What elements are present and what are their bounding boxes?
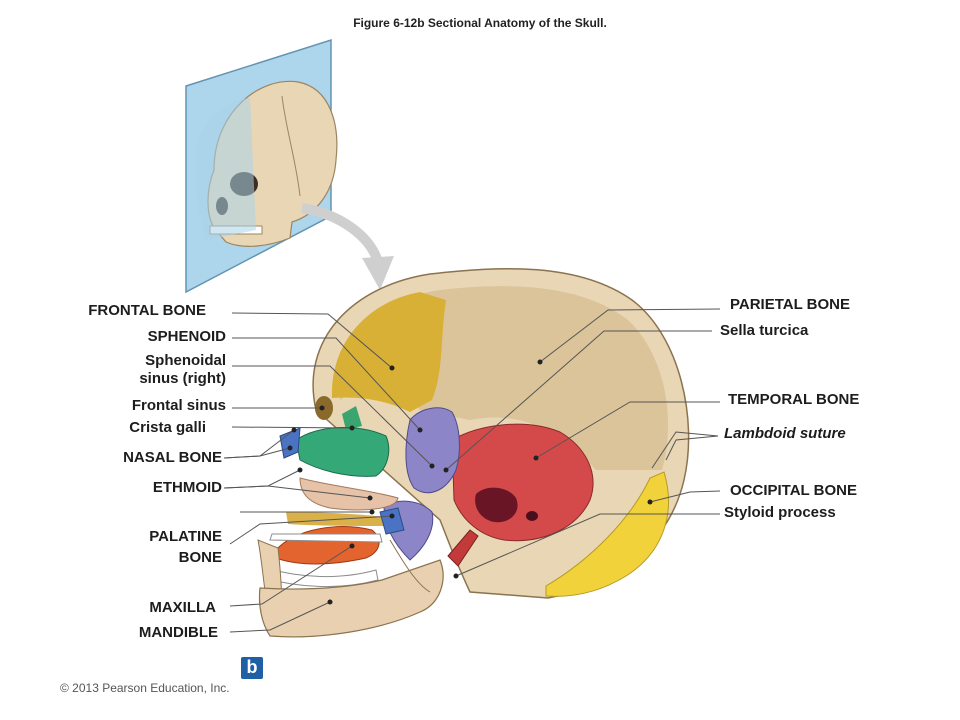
label-sphenoid: SPHENOID bbox=[147, 328, 226, 345]
label-palatine-line1: PALATINE bbox=[149, 528, 222, 545]
mandible-shape bbox=[258, 559, 444, 638]
leader-maxilla bbox=[229, 545, 353, 607]
leader-crista-galli bbox=[231, 426, 353, 429]
label-styloid-process: Styloid process bbox=[724, 504, 836, 521]
tongue bbox=[275, 526, 380, 565]
foramen-small bbox=[526, 511, 538, 521]
label-lambdoid-suture: Lambdoid suture bbox=[724, 425, 846, 442]
leader-palatine-2 bbox=[229, 515, 393, 545]
label-nasal-bone: NASAL BONE bbox=[123, 449, 222, 466]
label-occipital-bone: OCCIPITAL BONE bbox=[730, 482, 857, 499]
inset-suture bbox=[281, 95, 301, 197]
leader-parietal-bone bbox=[539, 308, 721, 363]
upper-teeth bbox=[269, 533, 383, 543]
label-crista-galli: Crista galli bbox=[129, 419, 206, 436]
label-ethmoid: ETHMOID bbox=[152, 479, 222, 496]
label-temporal-bone: TEMPORAL BONE bbox=[728, 391, 860, 408]
palatine-bone-shape bbox=[379, 507, 405, 535]
label-frontal-bone: FRONTAL BONE bbox=[88, 302, 206, 319]
styloid-process bbox=[447, 529, 479, 567]
leader-sella-turcica bbox=[445, 330, 712, 471]
leader-mandible bbox=[229, 601, 331, 633]
leader-occipital-bone bbox=[649, 490, 721, 503]
label-palatine-line2: BONE bbox=[178, 549, 222, 566]
sectioned-skull bbox=[257, 267, 690, 638]
label-sella-turcica: Sella turcica bbox=[720, 322, 809, 339]
figure-caption: Figure 6-12b Sectional Anatomy of the Sk… bbox=[353, 16, 607, 30]
mandible-inner bbox=[389, 539, 431, 593]
leader-lines bbox=[223, 308, 721, 633]
figure-part-badge: b bbox=[241, 657, 263, 679]
label-sphenoidal-sinus-line1: Sphenoidal bbox=[145, 352, 226, 369]
pointer-arrow bbox=[301, 203, 394, 290]
inset-front-overlay bbox=[195, 98, 256, 240]
leader-lambdoid-1 bbox=[651, 431, 719, 469]
temporal-bone-region bbox=[451, 423, 594, 542]
label-frontal-sinus: Frontal sinus bbox=[131, 397, 226, 414]
leader-ethmoid bbox=[223, 469, 301, 489]
leader-lambdoid-2 bbox=[665, 435, 719, 461]
frontal-bone-region bbox=[331, 292, 446, 412]
label-sphenoidal-sinus-line2: sinus (right) bbox=[139, 370, 226, 387]
occipital-bone-region bbox=[545, 471, 669, 597]
crista-galli-shape bbox=[342, 406, 362, 430]
foramen-dark bbox=[475, 487, 518, 523]
label-mandible: MANDIBLE bbox=[138, 624, 218, 641]
leader-dots bbox=[287, 359, 653, 605]
label-parietal-bone: PARIETAL BONE bbox=[730, 296, 851, 313]
nasal-septum bbox=[295, 427, 390, 477]
leader-nasal-septum bbox=[223, 447, 291, 459]
copyright-notice: © 2013 Pearson Education, Inc. bbox=[60, 681, 230, 695]
lower-teeth bbox=[263, 567, 379, 588]
leader-styloid-process bbox=[455, 513, 720, 577]
leader-sphenoid bbox=[232, 337, 421, 431]
leader-temporal-bone bbox=[535, 401, 720, 459]
orientation-inset bbox=[185, 38, 338, 294]
ethmoid-conchae bbox=[299, 477, 399, 511]
label-maxilla: MAXILLA bbox=[149, 599, 216, 616]
leader-sphenoidal-sinus bbox=[232, 365, 433, 467]
leader-ethmoid-2 bbox=[223, 485, 371, 499]
leader-frontal-bone bbox=[231, 312, 393, 369]
